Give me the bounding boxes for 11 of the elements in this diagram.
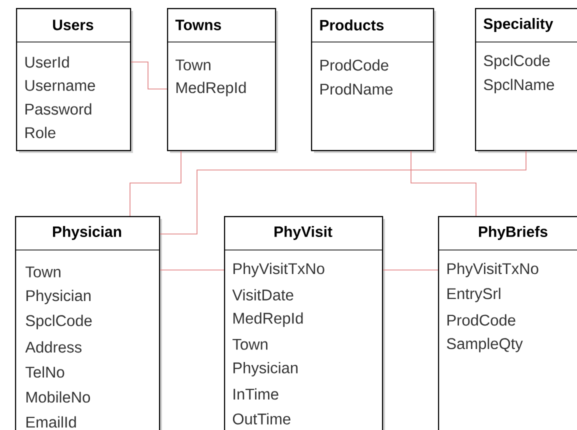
connector-line (130, 62, 168, 90)
entity-table: PhyVisit PhyVisitTxNo VisitDate MedRepId Town Physician InTime OutTime (224, 216, 385, 430)
entity-table: PhyBriefs PhyVisitTxNo EntrySrl ProdCode SampleQty (438, 216, 577, 430)
entity-table: Products ProdCode ProdName (310, 8, 436, 153)
connector-line (410, 150, 476, 216)
connector-line (160, 150, 526, 234)
entity-table: Users UserId Username Password Role (16, 8, 133, 153)
entity-table: Towns Town MedRepId (166, 8, 278, 153)
entity-table: Physician Town Physician SpclCode Address TelNo MobileNo EmailId (14, 216, 162, 430)
connector-line (130, 150, 182, 216)
entity-table: Speciality SpclCode SpclName (474, 8, 577, 153)
